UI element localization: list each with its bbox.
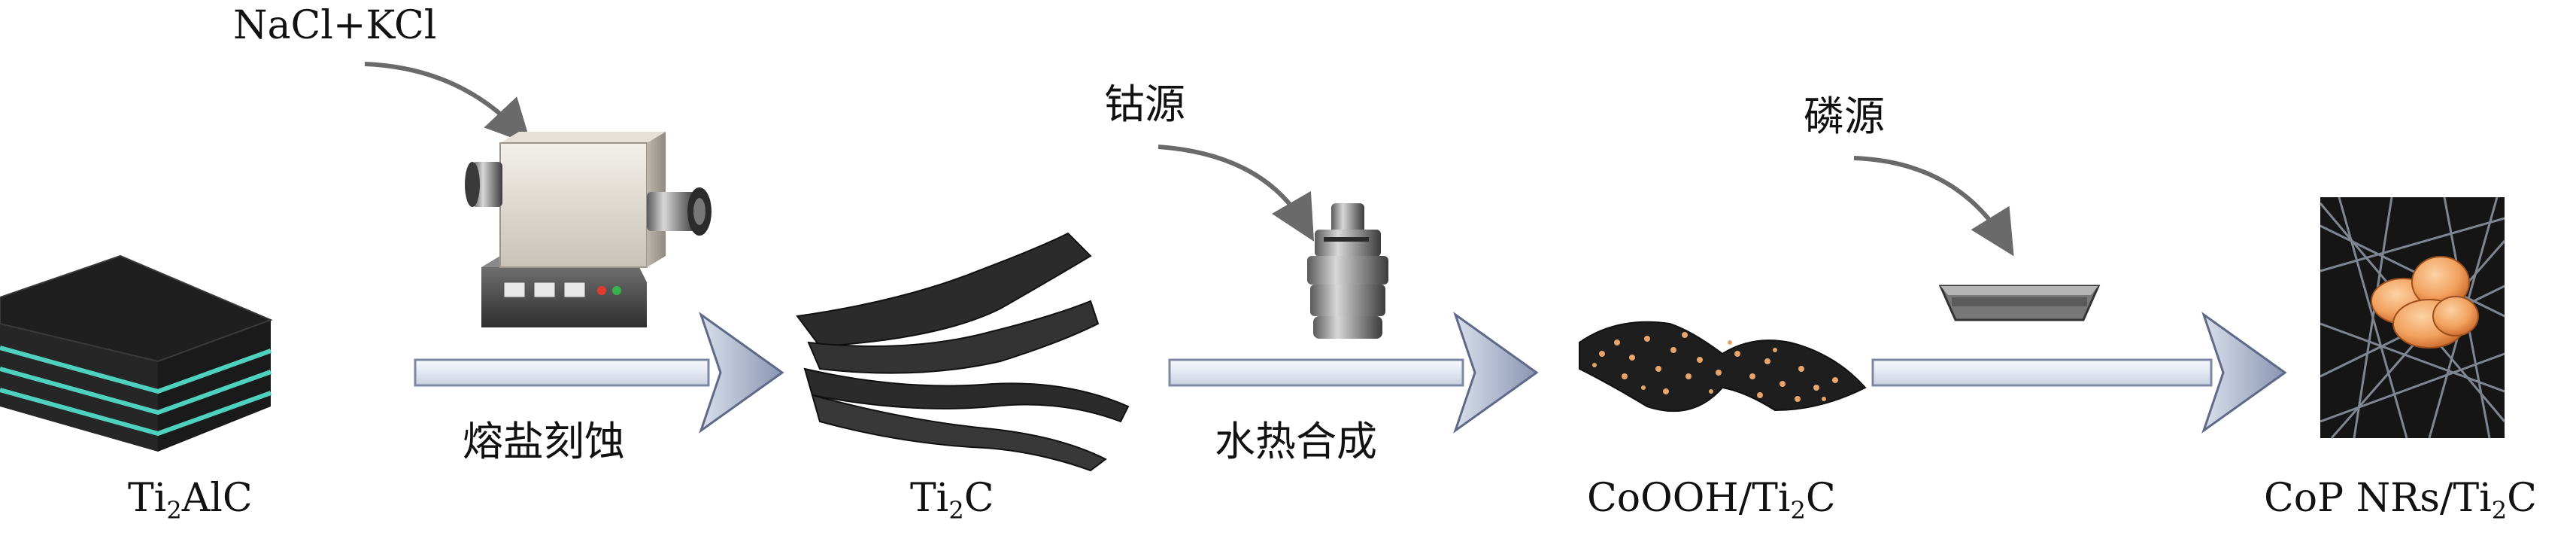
combustion-boat [1938,285,2101,321]
process-arrow-3 [1871,312,2287,434]
material-cop-rest: C [2507,476,2537,521]
material-cop-main: CoP NRs/Ti [2264,476,2492,521]
material-cooh-main: CoOOH/Ti [1587,476,1791,521]
step-molten-salt-etching: 熔盐刻蚀 [463,418,625,465]
material-cop-label: CoP NRs/Ti2C [2264,479,2537,522]
cobalt-feed-arrow [1158,145,1315,242]
material-ti2c-label: Ti2C [910,479,994,522]
ti2alc-stack [0,254,273,452]
cooh-sheet [1579,321,1867,412]
material-cooh-rest: C [1805,476,1836,521]
material-cop-sub: 2 [2491,496,2508,525]
material-ti2c-main: Ti [910,476,949,521]
tube-furnace [465,132,712,327]
ti2c-sheets [796,232,1130,472]
phosphorus-feed-arrow [1853,156,2014,257]
autoclave [1307,203,1388,339]
salt-feed-arrow [364,62,532,145]
cooh-particles [1592,332,1838,402]
cobalt-source-label: 钴源 [1104,81,1185,128]
cop-particle-cluster [2371,256,2479,349]
material-ti2alc-label: Ti2AlC [128,479,253,522]
material-cooh-sub: 2 [1790,496,1806,525]
salt-reagent-label: NaCl+KCl [233,3,437,48]
material-ti2alc-sub: 2 [166,496,182,525]
process-arrow-1 [414,312,784,434]
step-hydrothermal-synthesis: 水热合成 [1215,418,1377,465]
material-ti2c-sub: 2 [948,496,964,525]
material-ti2c-rest: C [963,476,994,521]
material-ti2alc-main: Ti [128,476,167,521]
process-arrow-2 [1168,312,1539,434]
material-ti2alc-rest: AlC [181,476,253,521]
phosphorus-source-label: 磷源 [1804,93,1885,140]
cop-mesh [2319,196,2506,439]
material-cooh-label: CoOOH/Ti2C [1587,479,1836,522]
